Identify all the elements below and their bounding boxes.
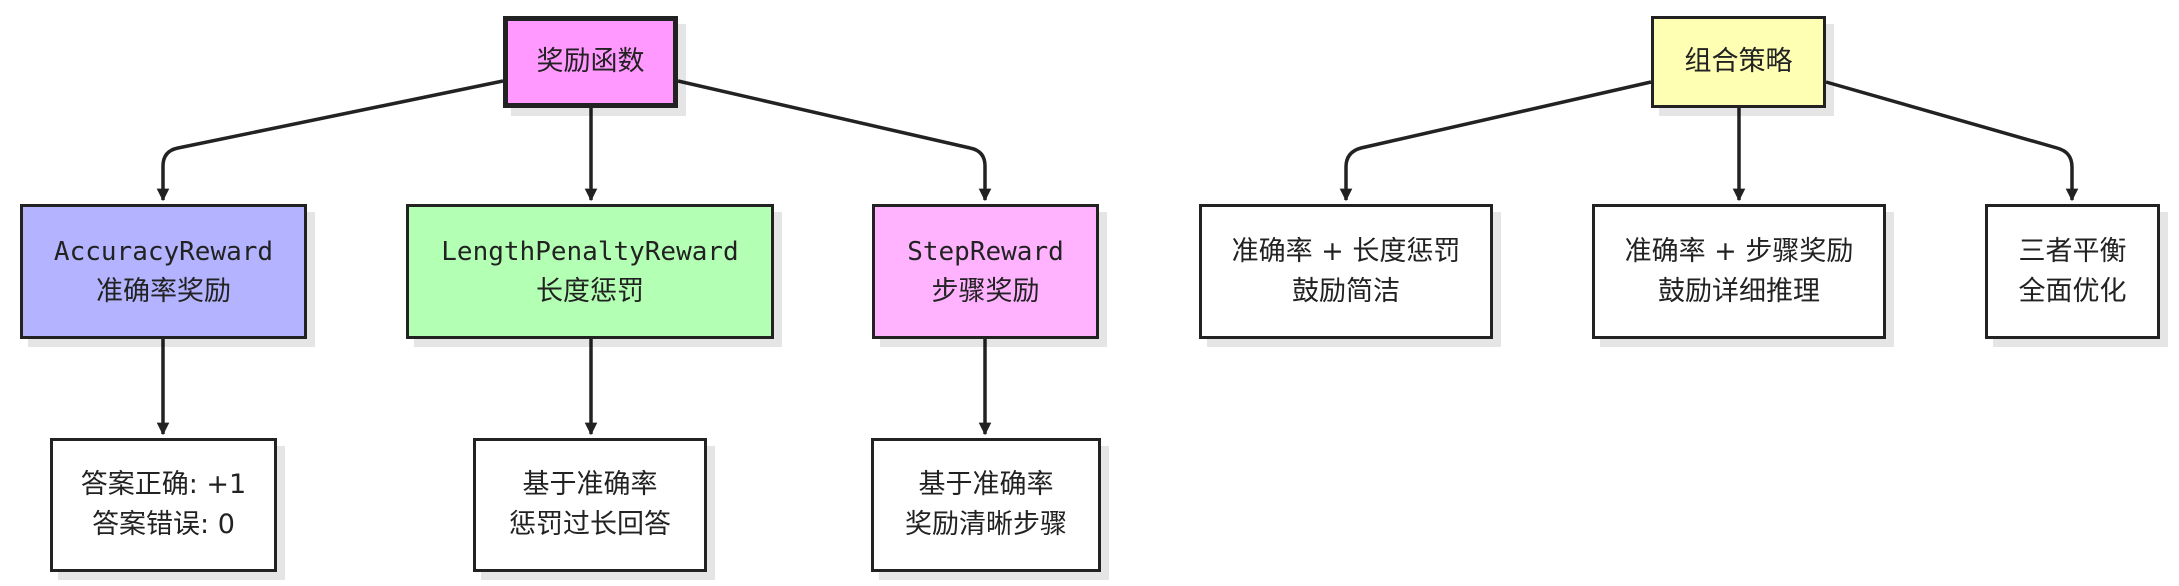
- step-detail-line-1: 基于准确率: [918, 469, 1054, 500]
- combination-strategy-label: 组合策略: [1684, 46, 1793, 77]
- length-penalty-reward-node: LengthPenaltyReward 长度惩罚: [406, 204, 774, 339]
- combo-balanced-node: 三者平衡 全面优化: [1985, 204, 2160, 339]
- combo-accuracy-step-line-1: 准确率 + 步骤奖励: [1624, 235, 1854, 267]
- combo-accuracy-length-node: 准确率 + 长度惩罚 鼓励简洁: [1199, 204, 1493, 339]
- length-penalty-reward-name: LengthPenaltyReward: [441, 236, 739, 267]
- edge-reward-to-accuracy: [156, 79, 504, 202]
- reward-function-node: 奖励函数: [503, 16, 678, 108]
- reward-function-label: 奖励函数: [536, 46, 645, 77]
- combo-accuracy-length-line-1: 准确率 + 长度惩罚: [1231, 235, 1461, 267]
- length-detail-node: 基于准确率 惩罚过长回答: [473, 438, 707, 572]
- edge-reward-to-step: [677, 79, 992, 202]
- step-detail-node: 基于准确率 奖励清晰步骤: [871, 438, 1101, 572]
- edge-combo-to-a: [1339, 80, 1652, 202]
- accuracy-reward-name: AccuracyReward: [53, 236, 274, 267]
- step-reward-name: StepReward: [907, 236, 1064, 267]
- combo-balanced-line-2: 全面优化: [2018, 275, 2127, 307]
- combination-strategy-node: 组合策略: [1651, 16, 1826, 108]
- length-detail-line-2: 惩罚过长回答: [509, 509, 671, 540]
- accuracy-reward-node: AccuracyReward 准确率奖励: [20, 204, 307, 339]
- combo-balanced-line-1: 三者平衡: [2018, 235, 2127, 267]
- combo-accuracy-length-line-2: 鼓励简洁: [1292, 275, 1400, 307]
- combo-accuracy-step-line-2: 鼓励详细推理: [1658, 275, 1820, 307]
- accuracy-reward-desc: 准确率奖励: [96, 275, 231, 307]
- step-reward-node: StepReward 步骤奖励: [872, 204, 1099, 339]
- edge-combo-to-c: [1825, 80, 2079, 202]
- length-penalty-reward-desc: 长度惩罚: [536, 275, 644, 307]
- accuracy-detail-line-1: 答案正确: +1: [80, 469, 247, 500]
- length-detail-line-1: 基于准确率: [522, 469, 658, 500]
- step-reward-desc: 步骤奖励: [931, 275, 1040, 307]
- combo-accuracy-step-node: 准确率 + 步骤奖励 鼓励详细推理: [1592, 204, 1886, 339]
- accuracy-detail-line-2: 答案错误: 0: [92, 509, 235, 540]
- accuracy-detail-node: 答案正确: +1 答案错误: 0: [50, 438, 277, 572]
- step-detail-line-2: 奖励清晰步骤: [905, 509, 1067, 540]
